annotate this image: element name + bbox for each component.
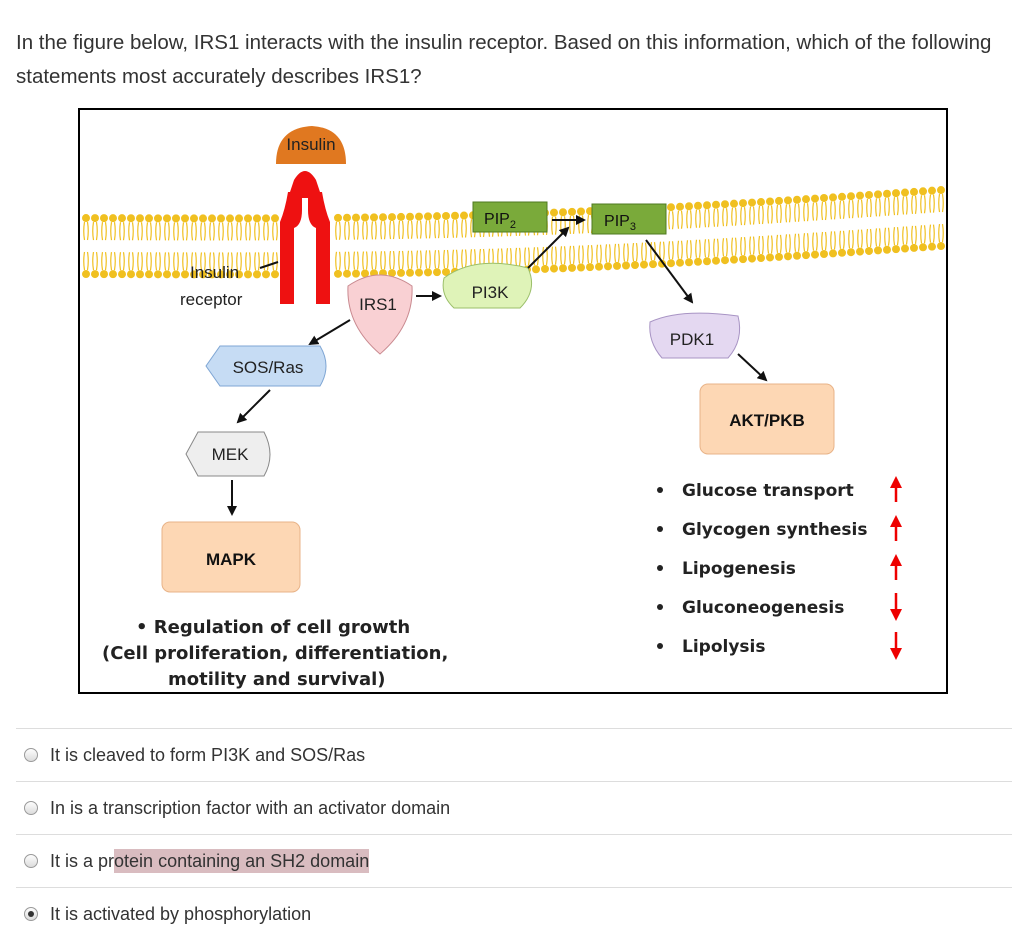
irs1-to-sosras-arrow [308,319,351,346]
pi3k-to-pip-arrow [527,226,570,269]
insulin-ligand: Insulin [276,126,346,164]
svg-text:PIP2: PIP2 [484,211,516,231]
pdk1-to-akt-arrow [737,353,768,382]
pip3-to-pdk1-arrow [645,239,694,304]
svg-text:MEK: MEK [212,445,250,464]
growth-label-3: motility and survival) [168,669,386,690]
pip3-box: PIP3 [591,203,667,235]
effect-bullet [657,643,663,649]
insulin-receptor-label-2: receptor [180,290,243,309]
effect-label: Lipolysis [682,637,765,657]
effect-bullet [657,487,663,493]
svg-text:IRS1: IRS1 [359,295,397,314]
sos-ras-node: SOS/Ras [205,345,327,387]
effect-label: Gluconeogenesis [682,598,844,618]
akt-pkb-node: AKT/PKB [699,383,835,455]
insulin-receptor [280,171,330,304]
pi3k-node: PI3K [442,262,533,309]
signaling-pathway-figure: Insulin Insulin receptor PIP2 PIP3 IRS1 … [78,108,948,694]
effect-label: Glucose transport [682,481,854,501]
svg-text:PDK1: PDK1 [670,330,714,349]
option-cleaved[interactable]: It is cleaved to form PI3K and SOS/Ras [16,728,1012,781]
svg-text:SOS/Ras: SOS/Ras [233,358,304,377]
option-label: It is cleaved to form PI3K and SOS/Ras [50,744,366,765]
option-transcription-factor[interactable]: In is a transcription factor with an act… [16,781,1012,834]
sosras-to-mek-arrow [236,389,271,424]
option-label: It is a protein containing an SH2 domain [50,848,370,873]
mapk-node: MAPK [161,521,301,593]
growth-label-1: • Regulation of cell growth [136,617,410,638]
svg-text:MAPK: MAPK [206,550,257,569]
pip2-box: PIP2 [472,201,548,233]
radio-button[interactable] [24,748,38,762]
effect-label: Lipogenesis [682,559,796,579]
radio-button[interactable] [24,801,38,815]
svg-text:PI3K: PI3K [472,283,510,302]
effect-label: Glycogen synthesis [682,520,867,540]
growth-label-2: (Cell proliferation, differentiation, [102,643,448,664]
option-phosphorylation[interactable]: It is activated by phosphorylation [16,887,1012,940]
option-label: In is a transcription factor with an act… [50,797,451,818]
radio-button[interactable] [24,854,38,868]
effect-bullet [657,604,663,610]
effect-bullet [657,565,663,571]
svg-text:PIP3: PIP3 [604,213,636,233]
insulin-receptor-label-1: Insulin [190,263,239,282]
answer-options: It is cleaved to form PI3K and SOS/Ras I… [16,728,1012,940]
radio-button-selected[interactable] [24,907,38,921]
question-text: In the figure below, IRS1 interacts with… [16,31,992,88]
receptor-pointer [259,261,279,269]
insulin-label: Insulin [286,135,335,154]
irs1-node: IRS1 [347,274,413,355]
svg-text:AKT/PKB: AKT/PKB [729,411,805,430]
effect-bullet [657,526,663,532]
pdk1-node: PDK1 [649,312,741,359]
option-sh2-domain[interactable]: It is a protein containing an SH2 domain [16,834,1012,887]
text-highlight: otein containing an SH2 domain [114,848,370,873]
mek-node: MEK [185,431,271,477]
option-label: It is activated by phosphorylation [50,903,312,924]
